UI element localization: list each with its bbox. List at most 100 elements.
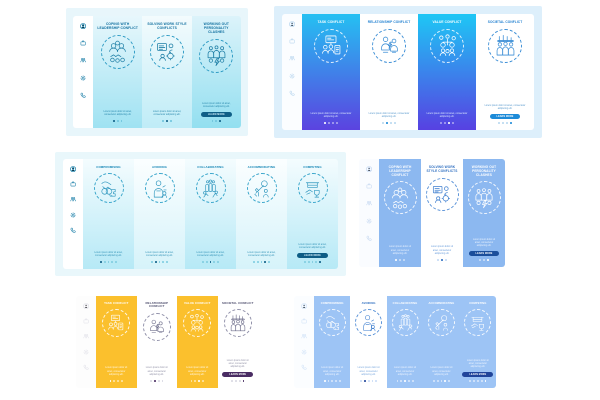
pagination-dot[interactable] bbox=[198, 380, 201, 382]
user-icon[interactable] bbox=[66, 166, 80, 173]
pagination-dots[interactable] bbox=[498, 122, 512, 124]
user-icon[interactable] bbox=[362, 166, 376, 173]
pagination-dot[interactable] bbox=[162, 120, 165, 122]
pagination-dot[interactable] bbox=[509, 122, 512, 124]
pagination-dots[interactable] bbox=[440, 122, 454, 124]
pagination-dot[interactable] bbox=[444, 122, 446, 124]
pagination-dot[interactable] bbox=[483, 259, 485, 261]
people-icon[interactable] bbox=[285, 55, 299, 61]
pagination-dot[interactable] bbox=[166, 261, 168, 263]
learn-more-button[interactable]: LEARN MORE bbox=[222, 372, 254, 378]
pagination-dot[interactable] bbox=[444, 259, 447, 261]
people-icon[interactable] bbox=[362, 200, 376, 206]
pagination-dot[interactable] bbox=[256, 261, 259, 263]
gear-icon[interactable] bbox=[79, 348, 93, 355]
pagination-dot[interactable] bbox=[327, 380, 330, 382]
briefcase-icon[interactable] bbox=[76, 40, 90, 46]
pagination-dot[interactable] bbox=[367, 380, 370, 382]
pagination-dot[interactable] bbox=[335, 122, 338, 124]
pagination-dot[interactable] bbox=[382, 122, 385, 124]
pagination-dot[interactable] bbox=[304, 261, 306, 263]
pagination-dots[interactable] bbox=[437, 259, 447, 261]
pagination-dot[interactable] bbox=[150, 380, 152, 382]
pagination-dot[interactable] bbox=[473, 380, 475, 382]
people-icon[interactable] bbox=[79, 333, 93, 339]
pagination-dot[interactable] bbox=[268, 261, 270, 263]
pagination-dot[interactable] bbox=[451, 122, 454, 124]
gear-icon[interactable] bbox=[76, 74, 90, 81]
pagination-dot[interactable] bbox=[448, 380, 450, 382]
pagination-dot[interactable] bbox=[158, 261, 161, 263]
pagination-dots[interactable] bbox=[109, 380, 123, 382]
pagination-dot[interactable] bbox=[437, 259, 440, 261]
pagination-dot[interactable] bbox=[371, 380, 374, 382]
pagination-dot[interactable] bbox=[242, 380, 245, 382]
pagination-dot[interactable] bbox=[440, 122, 443, 124]
pagination-dot[interactable] bbox=[253, 261, 255, 263]
pagination-dot[interactable] bbox=[402, 259, 405, 261]
phone-icon[interactable] bbox=[297, 364, 311, 370]
pagination-dots[interactable] bbox=[469, 380, 487, 382]
pagination-dot[interactable] bbox=[209, 261, 212, 263]
pagination-dots[interactable] bbox=[395, 259, 405, 261]
pagination-dot[interactable] bbox=[166, 120, 168, 122]
phone-icon[interactable] bbox=[66, 227, 80, 233]
pagination-dot[interactable] bbox=[328, 122, 330, 124]
gear-icon[interactable] bbox=[66, 211, 80, 218]
pagination-dots[interactable] bbox=[323, 380, 341, 382]
pagination-dot[interactable] bbox=[498, 122, 501, 124]
pagination-dot[interactable] bbox=[162, 261, 165, 263]
pagination-dot[interactable] bbox=[479, 259, 482, 261]
pagination-dot[interactable] bbox=[386, 122, 388, 124]
gear-icon[interactable] bbox=[362, 217, 376, 224]
pagination-dot[interactable] bbox=[260, 261, 263, 263]
pagination-dot[interactable] bbox=[444, 380, 447, 382]
pagination-dot[interactable] bbox=[194, 380, 197, 382]
learn-more-button[interactable]: LEARN MORE bbox=[297, 253, 328, 259]
pagination-dot[interactable] bbox=[332, 122, 334, 124]
pagination-dot[interactable] bbox=[363, 380, 366, 382]
pagination-dots[interactable] bbox=[382, 122, 396, 124]
pagination-dot[interactable] bbox=[390, 122, 392, 124]
pagination-dot[interactable] bbox=[107, 261, 110, 263]
pagination-dot[interactable] bbox=[484, 380, 487, 382]
pagination-dot[interactable] bbox=[448, 122, 450, 124]
pagination-dot[interactable] bbox=[190, 380, 193, 382]
pagination-dot[interactable] bbox=[315, 261, 318, 263]
pagination-dot[interactable] bbox=[112, 120, 115, 122]
pagination-dots[interactable] bbox=[151, 261, 168, 263]
pagination-dot[interactable] bbox=[120, 120, 123, 122]
pagination-dot[interactable] bbox=[238, 380, 241, 382]
pagination-dot[interactable] bbox=[502, 122, 504, 124]
pagination-dot[interactable] bbox=[202, 261, 204, 263]
pagination-dots[interactable] bbox=[432, 380, 450, 382]
pagination-dot[interactable] bbox=[211, 120, 214, 122]
briefcase-icon[interactable] bbox=[285, 38, 299, 44]
user-icon[interactable] bbox=[79, 303, 93, 310]
pagination-dot[interactable] bbox=[217, 261, 219, 263]
pagination-dots[interactable] bbox=[396, 380, 414, 382]
learn-more-button[interactable]: LEARN MORE bbox=[468, 251, 500, 257]
briefcase-icon[interactable] bbox=[66, 181, 80, 187]
pagination-dot[interactable] bbox=[205, 261, 208, 263]
pagination-dot[interactable] bbox=[400, 380, 403, 382]
learn-more-button[interactable]: LEARN MORE bbox=[462, 372, 494, 378]
pagination-dot[interactable] bbox=[323, 380, 326, 382]
pagination-dot[interactable] bbox=[375, 380, 378, 382]
pagination-dot[interactable] bbox=[103, 261, 106, 263]
pagination-dot[interactable] bbox=[324, 122, 327, 124]
pagination-dot[interactable] bbox=[486, 259, 489, 261]
